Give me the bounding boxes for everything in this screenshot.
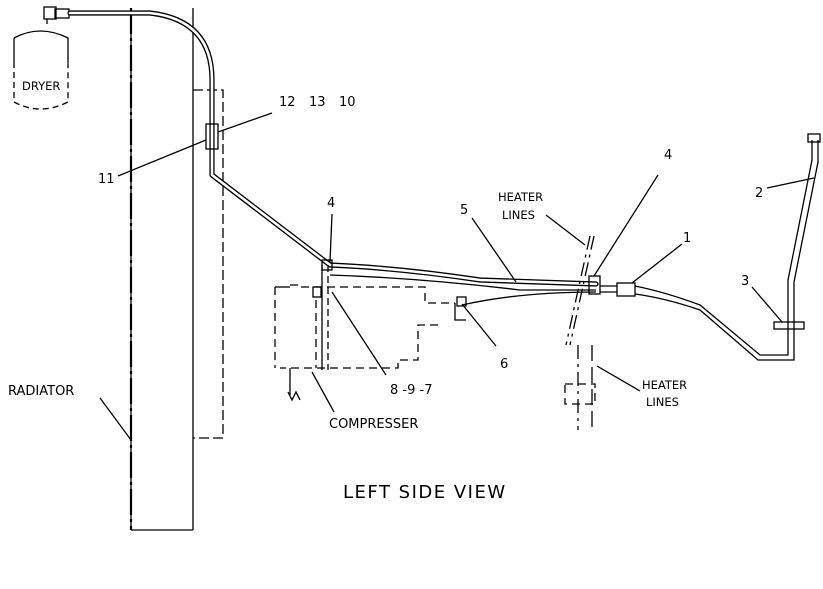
heater-lines-upper-label-2: LINES [502, 208, 535, 222]
callout-1: 1 [683, 231, 691, 246]
callout-2: 2 [755, 186, 763, 201]
leader-lines [99, 112, 815, 441]
clamp-3 [773, 321, 805, 330]
heater-lines-lower-label-2: LINES [646, 395, 679, 409]
callout-3: 3 [741, 274, 749, 289]
compressor-label: COMPRESSER [329, 417, 418, 432]
dryer [13, 6, 70, 110]
view-title: LEFT SIDE VIEW [343, 482, 507, 503]
bracket-4-left [312, 259, 333, 370]
callout-5: 5 [460, 203, 468, 218]
heater-lines-upper-label-1: HEATER [498, 190, 543, 204]
callout-13: 13 [309, 95, 326, 110]
callout-10: 10 [339, 95, 356, 110]
radiator [129, 8, 224, 531]
dryer-label: DRYER [22, 79, 60, 93]
ac-hose-secondary [329, 274, 597, 306]
clamp-11 [205, 123, 219, 150]
callout-8-9-7: 8 -9 -7 [390, 383, 432, 398]
callout-6: 6 [500, 357, 508, 372]
clip-6 [456, 296, 467, 307]
compressor [274, 284, 467, 402]
heater-lines-lower-label-1: HEATER [642, 378, 687, 392]
heater-lines [564, 235, 596, 430]
ac-hose-main [67, 10, 599, 287]
callout-4-right: 4 [664, 148, 672, 163]
callout-4-left: 4 [327, 196, 335, 211]
ac-hose-right [634, 133, 821, 361]
callout-12: 12 [279, 95, 296, 110]
callout-11: 11 [98, 172, 115, 187]
radiator-label: RADIATOR [8, 384, 74, 399]
